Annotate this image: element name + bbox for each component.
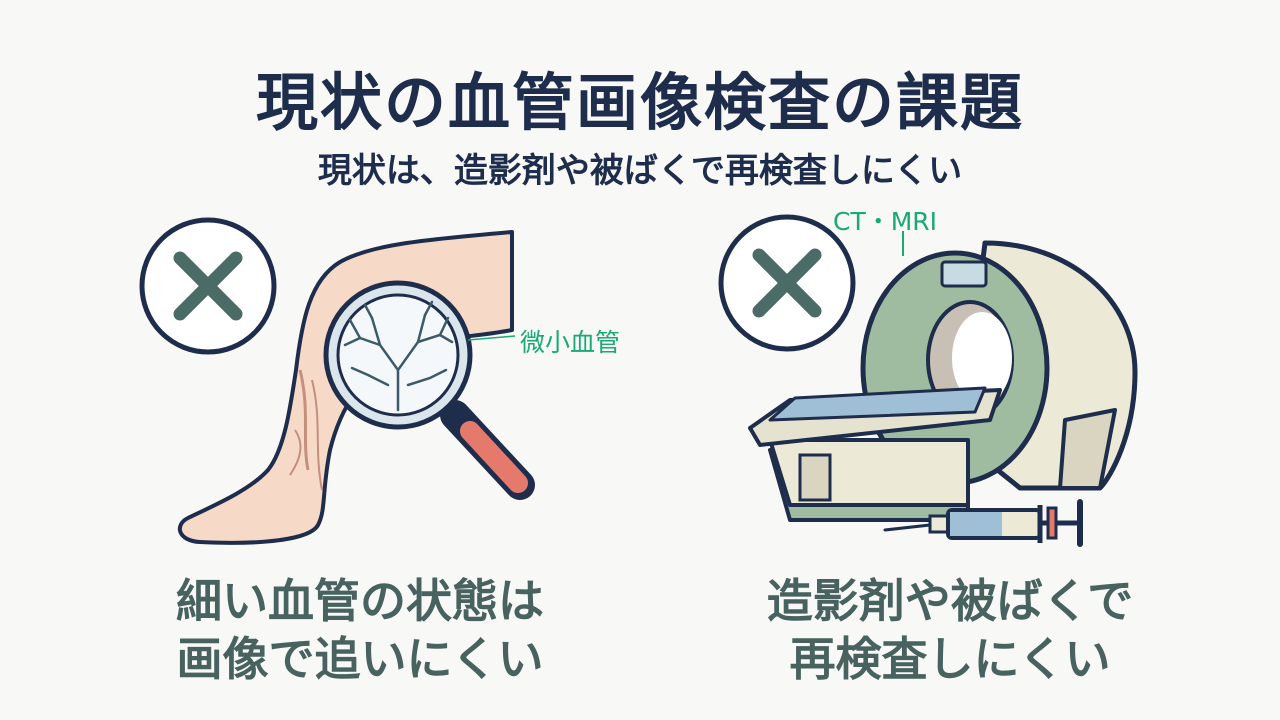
label-pointer-line [467,335,516,341]
left-caption: 細い血管の状態は 画像で追いにくい [95,572,625,688]
page-subtitle: 現状は、造影剤や被ばくで再検査しにくい [317,151,963,191]
x-mark-icon-right [718,214,856,352]
right-caption: 造影剤や被ばくで 再検査しにくい [690,572,1210,688]
left-caption-line2: 画像で追いにくい [176,632,544,686]
right-caption-line1: 造影剤や被ばくで [766,574,1134,628]
microvessel-label: 微小血管 [520,328,621,357]
left-caption-line1: 細い血管の状態は [176,574,544,628]
right-caption-line2: 再検査しにくい [789,632,1111,686]
page-title: 現状の血管画像検査の課題 [255,66,1024,139]
x-mark-icon-left [139,217,277,355]
ct-mri-label: CT・MRI [833,207,938,236]
syringe-icon [883,499,1083,547]
scanner-illustration [748,231,1138,522]
magnifier-icon [323,280,535,500]
